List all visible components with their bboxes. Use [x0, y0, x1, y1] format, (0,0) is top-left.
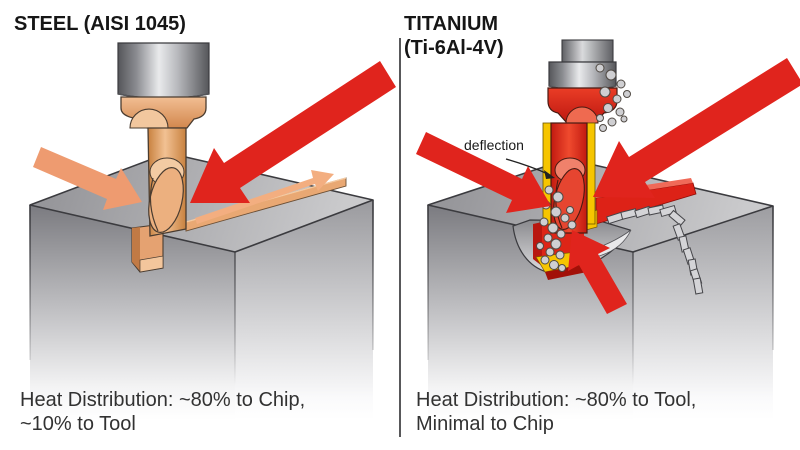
heat-into-tool-arrow-left	[416, 132, 551, 213]
chips-in-cut-zone	[536, 185, 577, 272]
moderate-heat-arrow	[33, 147, 142, 210]
tool-holder-upper	[561, 39, 614, 63]
hot-edge-yellow-right	[586, 122, 596, 225]
flute-edge	[149, 177, 159, 232]
workpiece-edges	[29, 200, 374, 430]
flute-edge	[555, 179, 563, 229]
workpiece-right-face	[633, 206, 773, 440]
tool-holder	[117, 42, 210, 100]
heat-into-tool-arrow-bottom	[568, 230, 627, 314]
serrated-chip	[606, 204, 704, 295]
titanium-diagram	[416, 39, 800, 440]
titanium-panel-title: TITANIUM (Ti-6Al-4V)	[404, 12, 504, 60]
titanium-title-line2: (Ti-6Al-4V)	[404, 37, 504, 59]
steel-tool	[117, 42, 210, 237]
deflection-label: deflection	[464, 137, 524, 153]
slot-front-channel	[131, 223, 164, 273]
titanium-title-line1: TITANIUM	[404, 13, 499, 35]
steel-caption-line2: ~10% to Tool	[20, 413, 136, 435]
workpiece-front-face	[30, 205, 235, 440]
deflection-pointer-arrow	[505, 158, 555, 179]
steel-diagram	[29, 42, 396, 440]
heat-input-arrow	[190, 61, 396, 203]
chips-on-collar	[595, 63, 631, 132]
chip-flow-arrow	[195, 170, 334, 224]
steel-caption-line1: Heat Distribution: ~80% to Chip,	[20, 389, 306, 411]
heat-into-tool-arrow-right	[593, 58, 800, 198]
tool-collar-dome	[129, 108, 169, 129]
steel-workpiece	[29, 152, 374, 440]
titanium-caption-line1: Heat Distribution: ~80% to Tool,	[416, 389, 697, 411]
steel-panel-title: STEEL (AISI 1045)	[14, 13, 186, 35]
panel-divider	[399, 38, 401, 437]
workpiece-right-face	[235, 200, 373, 440]
workpiece-edges	[427, 205, 774, 430]
titanium-heat-caption: Heat Distribution: ~80% to Tool, Minimal…	[416, 388, 696, 436]
titanium-caption-line2: Minimal to Chip	[416, 413, 554, 435]
steel-heat-caption: Heat Distribution: ~80% to Chip, ~10% to…	[20, 388, 305, 436]
